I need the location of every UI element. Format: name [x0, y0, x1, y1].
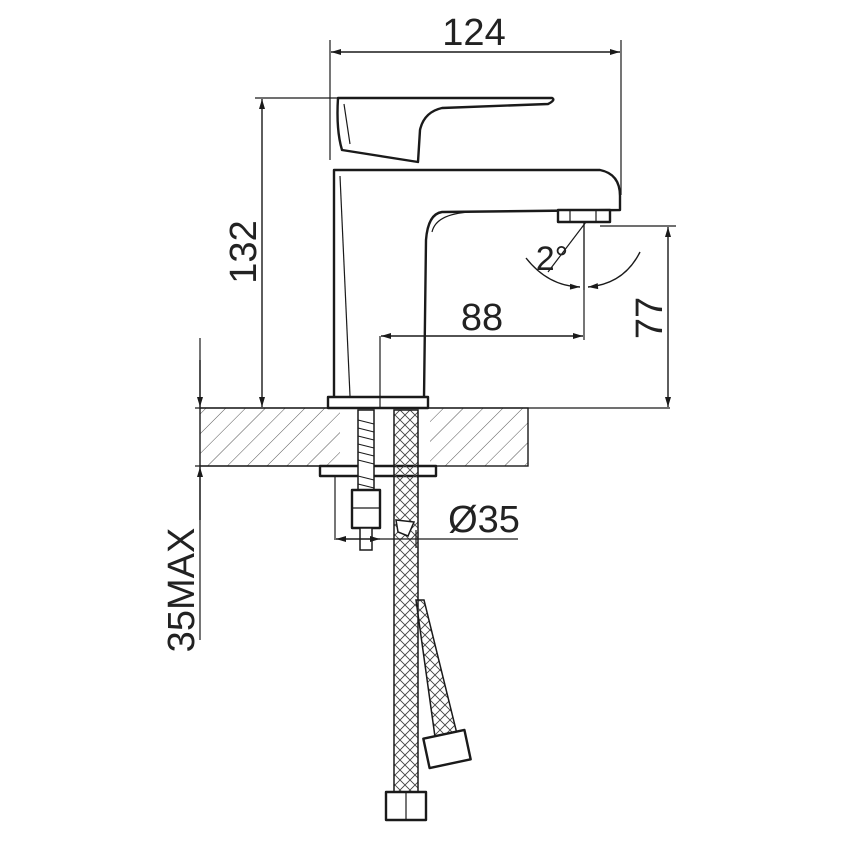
spout-reach-label: 88 [461, 297, 503, 339]
dimension-spout-height: 77 [600, 225, 676, 407]
max-thickness-label: 35MAX [161, 528, 203, 653]
spout-angle-label: 2° [536, 240, 569, 278]
spout-height-label: 77 [629, 297, 671, 339]
flexible-hoses [384, 409, 472, 822]
dimension-spout-reach: 88 [379, 222, 585, 408]
faucet-body [326, 96, 622, 410]
dimension-overall-length: 124 [329, 12, 622, 195]
dimension-hole-diameter: Ø35 [336, 499, 520, 548]
dimension-overall-height: 132 [223, 97, 338, 407]
hole-diameter-label: Ø35 [448, 499, 520, 541]
overall-height-label: 132 [223, 220, 265, 283]
mounting-hardware [318, 409, 438, 551]
overall-length-label: 124 [442, 12, 505, 54]
dimension-spout-angle: 2° [525, 221, 641, 290]
dimension-max-thickness: 35MAX [161, 338, 330, 652]
